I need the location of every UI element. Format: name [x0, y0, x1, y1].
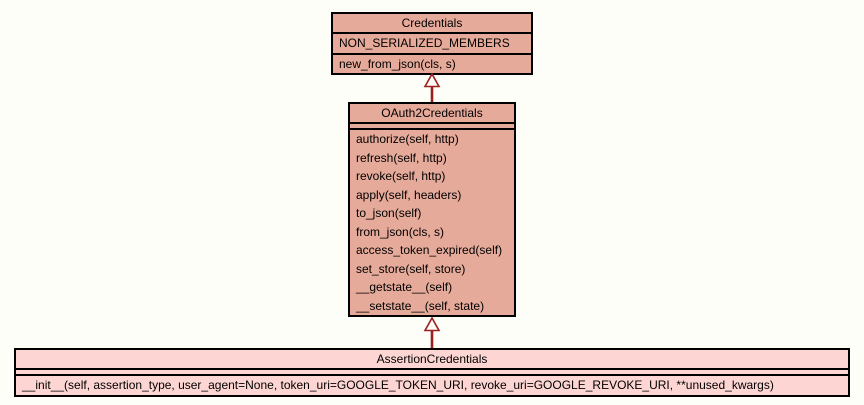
methods-compartment-oauth2credentials: authorize(self, http) refresh(self, http)…	[350, 130, 514, 315]
attributes-compartment-oauth2credentials	[350, 124, 514, 130]
member-row: NON_SERIALIZED_MEMBERS	[339, 36, 510, 50]
member-row: revoke(self, http)	[356, 169, 446, 183]
member-row: apply(self, headers)	[356, 187, 462, 202]
member-row: __setstate__(self, state)	[356, 298, 485, 313]
class-title-oauth2credentials: OAuth2Credentials	[350, 104, 514, 124]
member-row: to_json(self)	[356, 206, 422, 220]
methods-compartment-credentials: new_from_json(cls, s)	[333, 55, 531, 74]
member-row: __init__(self, assertion_type, user_agen…	[22, 378, 774, 392]
generalization-arrow-oauth2-to-credentials	[423, 73, 441, 103]
class-box-assertioncredentials: AssertionCredentials __init__(self, asse…	[14, 348, 850, 397]
class-title-credentials: Credentials	[333, 14, 531, 34]
class-box-oauth2credentials: OAuth2Credentials authorize(self, http) r…	[348, 102, 516, 317]
inheritance-edge-line	[430, 330, 434, 349]
class-box-credentials: Credentials NON_SERIALIZED_MEMBERS new_f…	[331, 12, 533, 75]
member-row: set_store(self, store)	[356, 261, 466, 276]
attributes-compartment-assertioncredentials	[16, 370, 848, 376]
member-row: access_token_expired(self)	[356, 243, 503, 257]
attributes-compartment-credentials: NON_SERIALIZED_MEMBERS	[333, 34, 531, 55]
member-row: __getstate__(self)	[356, 280, 453, 294]
member-row: from_json(cls, s)	[356, 224, 445, 239]
member-row: new_from_json(cls, s)	[339, 56, 456, 71]
inheritance-edge-line	[430, 86, 434, 103]
class-title-assertioncredentials: AssertionCredentials	[16, 350, 848, 370]
member-row: authorize(self, http)	[356, 132, 459, 146]
member-row: refresh(self, http)	[356, 150, 447, 165]
generalization-arrow-assertion-to-oauth2	[423, 316, 441, 349]
hollow-triangle-arrowhead-icon	[423, 73, 441, 88]
methods-compartment-assertioncredentials: __init__(self, assertion_type, user_agen…	[16, 376, 848, 395]
hollow-triangle-arrowhead-icon	[423, 316, 441, 332]
